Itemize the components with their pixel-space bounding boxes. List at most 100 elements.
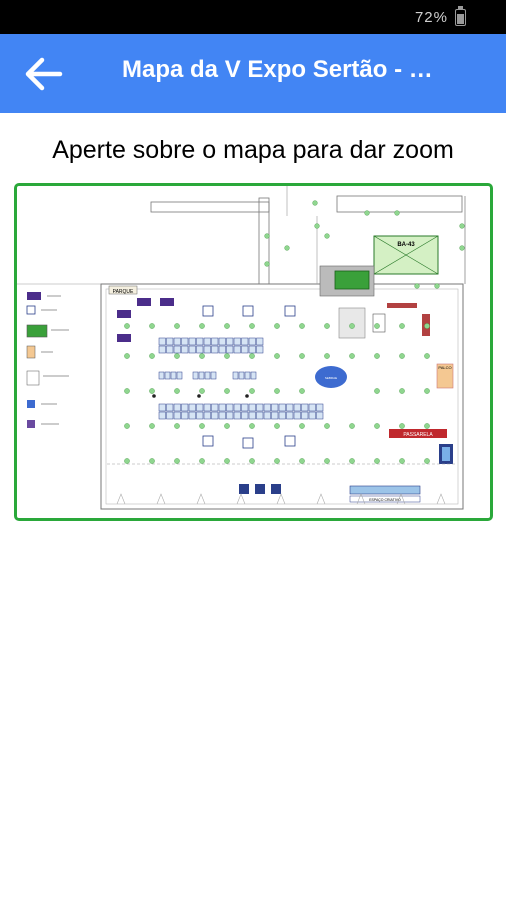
booth — [271, 411, 279, 420]
booth — [188, 337, 196, 346]
booth — [232, 371, 239, 380]
tree-marker — [199, 423, 205, 429]
booth — [263, 403, 271, 412]
booth — [188, 345, 196, 354]
tree-marker — [374, 353, 380, 359]
tree-marker — [149, 388, 155, 394]
booth — [256, 337, 264, 346]
tree-marker — [399, 323, 405, 329]
tree-marker — [314, 223, 320, 229]
tree-marker — [174, 423, 180, 429]
booth — [233, 345, 241, 354]
booth — [226, 403, 234, 412]
booth — [248, 411, 256, 420]
tree-marker — [434, 283, 440, 289]
entrance-mark — [276, 493, 286, 505]
column-marker — [197, 394, 201, 398]
booth — [166, 337, 174, 346]
booth-marker — [284, 305, 296, 317]
tree-marker — [149, 353, 155, 359]
booth — [164, 371, 171, 380]
battery-percentage: 72% — [414, 9, 448, 26]
booth — [248, 403, 256, 412]
booth — [173, 345, 181, 354]
tree-marker — [249, 458, 255, 464]
tree-marker — [324, 233, 330, 239]
tree-marker — [224, 323, 230, 329]
booth — [181, 337, 189, 346]
area-ba43-label: BA-43 — [397, 242, 415, 248]
booth — [226, 345, 234, 354]
booth — [238, 371, 245, 380]
tree-marker — [174, 388, 180, 394]
tree-marker — [149, 458, 155, 464]
tree-marker — [199, 388, 205, 394]
booth — [241, 403, 249, 412]
tree-marker — [174, 458, 180, 464]
booth — [158, 411, 166, 420]
tree-marker — [149, 423, 155, 429]
booth — [293, 411, 301, 420]
booth — [211, 337, 219, 346]
booth — [158, 371, 165, 380]
booth — [218, 345, 226, 354]
tree-marker — [349, 458, 355, 464]
booth — [271, 403, 279, 412]
tree-marker — [174, 353, 180, 359]
tree-marker — [324, 353, 330, 359]
booth — [218, 403, 226, 412]
tree-marker — [424, 323, 430, 329]
walkway-label: PASSARELA — [403, 432, 433, 438]
booth — [218, 337, 226, 346]
tree-marker — [424, 353, 430, 359]
tree-marker — [424, 388, 430, 394]
tree-marker — [349, 423, 355, 429]
booth-marker — [284, 435, 296, 447]
tree-marker — [349, 353, 355, 359]
booth-marker — [202, 305, 214, 317]
tree-marker — [324, 458, 330, 464]
back-button[interactable] — [22, 52, 66, 96]
booth — [158, 337, 166, 346]
tree-marker — [299, 388, 305, 394]
battery-icon — [455, 6, 466, 26]
entrance-mark — [436, 493, 446, 505]
booth — [250, 371, 257, 380]
booth — [192, 371, 199, 380]
stage-label: PALCO — [438, 365, 451, 370]
tree-marker — [249, 353, 255, 359]
tree-marker — [324, 323, 330, 329]
tree-marker — [274, 323, 280, 329]
booth — [301, 411, 309, 420]
booth — [196, 345, 204, 354]
booth-marker — [202, 435, 214, 447]
tree-marker — [374, 458, 380, 464]
entrance-mark — [156, 493, 166, 505]
booth — [173, 411, 181, 420]
booth — [308, 403, 316, 412]
column-marker — [152, 394, 156, 398]
event-map[interactable]: BA-43 PARQUE PALCO — [14, 183, 493, 521]
booth — [248, 345, 256, 354]
booth — [316, 403, 324, 412]
tree-marker — [374, 388, 380, 394]
booth — [233, 411, 241, 420]
booth — [173, 337, 181, 346]
tree-marker — [274, 458, 280, 464]
entrance-mark — [396, 493, 406, 505]
booth — [278, 411, 286, 420]
booth — [278, 403, 286, 412]
booth — [196, 411, 204, 420]
tree-marker — [424, 423, 430, 429]
tree-marker — [249, 323, 255, 329]
entrance-mark — [236, 493, 246, 505]
booth — [316, 411, 324, 420]
tree-marker — [299, 458, 305, 464]
tree-marker — [274, 388, 280, 394]
column-marker — [245, 394, 249, 398]
booth — [203, 403, 211, 412]
entrance-mark — [356, 493, 366, 505]
page-title: Mapa da V Expo Sertão - … — [122, 56, 433, 83]
tree-marker — [264, 233, 270, 239]
booth — [210, 371, 217, 380]
